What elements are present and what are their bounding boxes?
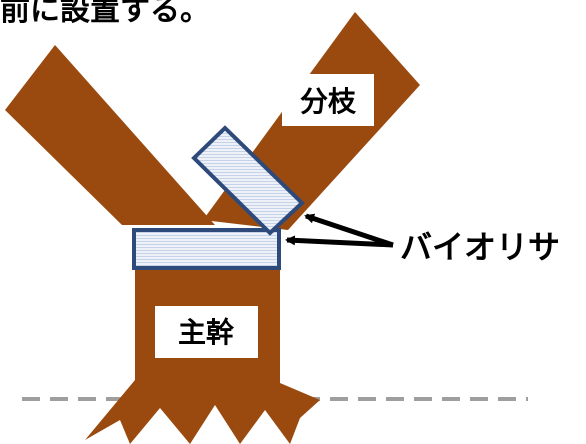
trunk-label-box	[155, 306, 258, 358]
bioriser-label: バイオリサ	[400, 228, 560, 266]
bioriser-band-branch	[191, 125, 305, 236]
branch-label: 分枝	[300, 85, 357, 118]
arrow-to-branch-band	[304, 213, 394, 248]
left-branch-stub	[5, 45, 215, 225]
branch-label-box	[282, 74, 374, 126]
arrow-to-trunk-band	[285, 235, 394, 248]
bioriser-band-trunk	[132, 228, 281, 270]
trunk-label: 主幹	[178, 316, 235, 349]
header-fragment: 前に設置する。	[0, 0, 210, 28]
